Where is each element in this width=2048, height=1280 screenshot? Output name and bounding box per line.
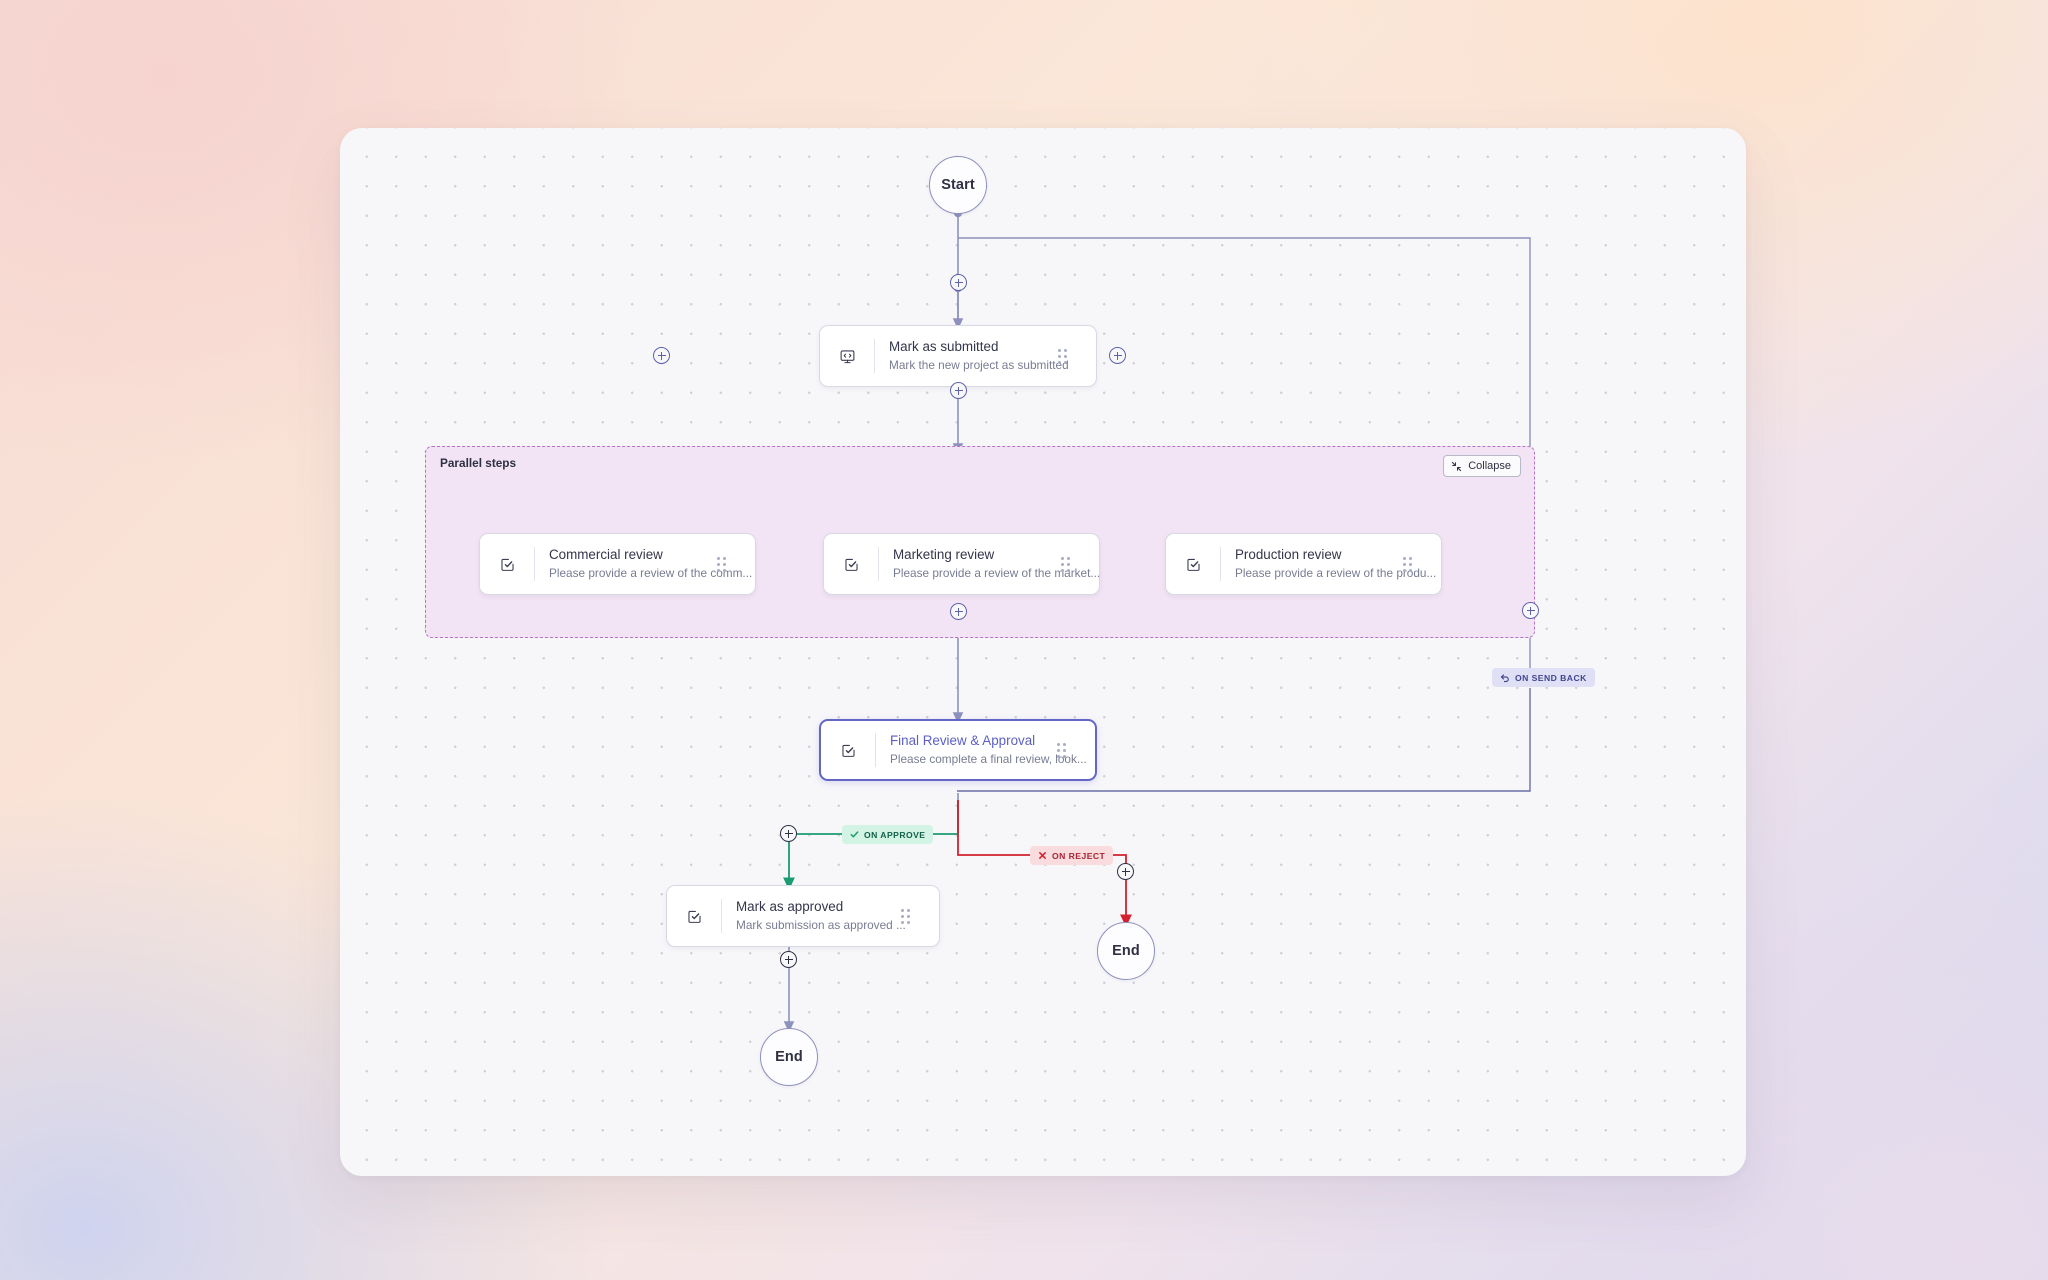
add-right-of-mark-submitted-button[interactable] — [1109, 347, 1126, 364]
node-title: Commercial review — [549, 547, 663, 562]
add-after-start-button[interactable] — [950, 274, 967, 291]
drag-handle-icon[interactable] — [1061, 556, 1085, 572]
collapse-button[interactable]: Collapse — [1443, 455, 1521, 477]
canvas-dot-grid — [340, 128, 1746, 1176]
card-divider — [874, 339, 875, 373]
end-node-rejected[interactable]: End — [1097, 922, 1155, 980]
edge-connector-layer — [783, 208, 1531, 1033]
node-title: Production review — [1235, 547, 1342, 562]
branch-badge-label: ON SEND BACK — [1515, 672, 1587, 683]
approval-task-icon — [824, 556, 878, 573]
card-text-block: Commercial review Please provide a revie… — [535, 546, 752, 582]
collapse-button-label: Collapse — [1468, 460, 1511, 472]
drag-handle-icon[interactable] — [1403, 556, 1427, 572]
workflow-canvas[interactable]: Parallel steps Collapse — [340, 128, 1746, 1176]
add-on-reject-path-button[interactable] — [1117, 863, 1134, 880]
branch-badge-label: ON REJECT — [1052, 850, 1106, 861]
end-node-label: End — [1112, 943, 1140, 959]
collapse-arrows-icon — [1451, 461, 1462, 472]
card-divider — [878, 547, 879, 581]
node-title: Mark as submitted — [889, 339, 999, 354]
card-divider — [534, 547, 535, 581]
add-before-approved-end-button[interactable] — [780, 951, 797, 968]
card-text-block: Marketing review Please provide a review… — [879, 546, 1100, 582]
node-subtitle: Mark submission as approved ... — [736, 918, 906, 932]
edge-send-back-return-lower — [957, 688, 1531, 792]
drag-handle-icon[interactable] — [901, 908, 925, 924]
node-mark-as-submitted[interactable]: Mark as submitted Mark the new project a… — [819, 325, 1097, 387]
parallel-steps-title: Parallel steps — [440, 456, 517, 470]
node-final-review-approval[interactable]: Final Review & Approval Please complete … — [819, 719, 1097, 781]
start-node[interactable]: Start — [929, 156, 987, 214]
branch-badge-label: ON APPROVE — [864, 829, 926, 840]
add-before-parallel-group-button[interactable] — [950, 382, 967, 399]
start-node-label: Start — [941, 177, 975, 193]
card-divider — [875, 733, 876, 767]
node-title: Final Review & Approval — [890, 733, 1036, 748]
drag-handle-icon[interactable] — [1058, 348, 1082, 364]
end-node-label: End — [775, 1049, 803, 1065]
script-monitor-icon — [820, 348, 874, 365]
card-text-block: Mark as approved Mark submission as appr… — [722, 898, 906, 934]
add-on-send-back-path-button[interactable] — [1522, 602, 1539, 619]
cross-icon — [1038, 851, 1047, 860]
drag-handle-icon[interactable] — [717, 556, 741, 572]
end-node-approved[interactable]: End — [760, 1028, 818, 1086]
node-title: Marketing review — [893, 547, 995, 562]
node-marketing-review[interactable]: Marketing review Please provide a review… — [823, 533, 1100, 595]
check-icon — [850, 830, 859, 839]
drag-handle-icon[interactable] — [1057, 742, 1081, 758]
card-divider — [721, 899, 722, 933]
approval-task-icon — [1166, 556, 1220, 573]
approval-task-icon — [667, 908, 721, 925]
card-text-block: Final Review & Approval Please complete … — [876, 732, 1087, 768]
approval-task-icon — [480, 556, 534, 573]
add-left-of-mark-submitted-button[interactable] — [653, 347, 670, 364]
branch-badge-on-reject: ON REJECT — [1030, 846, 1114, 865]
card-text-block: Production review Please provide a revie… — [1221, 546, 1436, 582]
branch-badge-on-approve: ON APPROVE — [842, 825, 934, 844]
branch-badge-on-send-back: ON SEND BACK — [1492, 668, 1595, 687]
approval-task-icon — [821, 742, 875, 759]
node-subtitle: Mark the new project as submitted — [889, 358, 1069, 372]
node-production-review[interactable]: Production review Please provide a revie… — [1165, 533, 1442, 595]
add-after-parallel-group-button[interactable] — [950, 603, 967, 620]
return-arrow-icon — [1500, 673, 1510, 683]
card-text-block: Mark as submitted Mark the new project a… — [875, 338, 1069, 374]
node-mark-as-approved[interactable]: Mark as approved Mark submission as appr… — [666, 885, 940, 947]
add-on-approve-path-button[interactable] — [780, 825, 797, 842]
node-commercial-review[interactable]: Commercial review Please provide a revie… — [479, 533, 756, 595]
card-divider — [1220, 547, 1221, 581]
node-title: Mark as approved — [736, 899, 844, 914]
